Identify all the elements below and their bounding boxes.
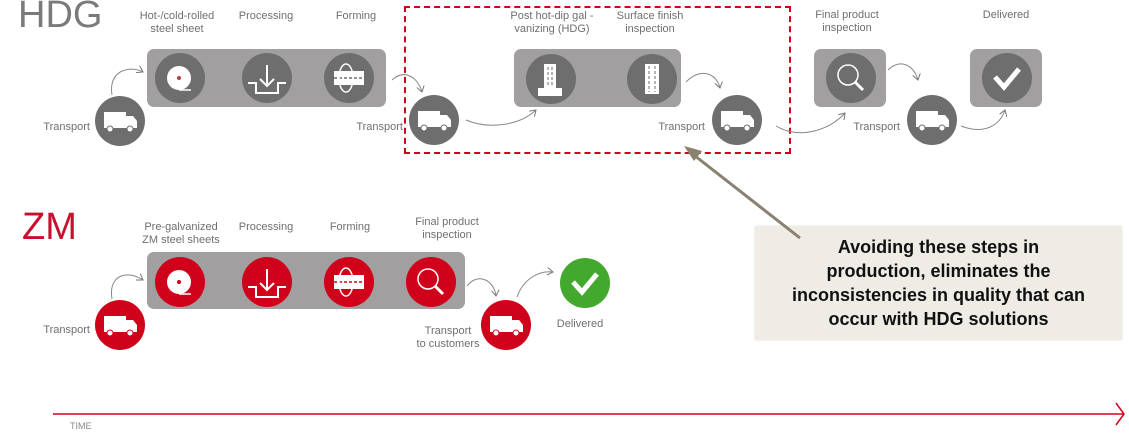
timeline-arrow	[53, 402, 1125, 426]
flow-arrow	[466, 278, 496, 296]
callout-text: Avoiding these steps in production, elim…	[791, 237, 1086, 329]
checkmark-icon	[982, 53, 1032, 103]
forming-icon	[324, 257, 374, 307]
flow-arrow	[960, 110, 1005, 130]
zm-step-label: Delivered	[556, 318, 604, 330]
truck-icon	[907, 95, 957, 145]
coil-icon	[155, 257, 205, 307]
hdg-step-label: Final product inspection	[815, 9, 879, 34]
magnifier-icon	[826, 53, 876, 103]
pointer-arrow	[684, 146, 801, 240]
flow-arrow	[887, 63, 918, 80]
truck-icon	[481, 300, 531, 350]
transport-label: Transport	[356, 121, 403, 133]
transport-label: Transport	[853, 121, 900, 133]
callout-box: Avoiding these steps in production, elim…	[755, 226, 1122, 340]
transport-label: Transport	[658, 121, 705, 133]
truck-icon	[712, 95, 762, 145]
hdg-step-label: Delivered	[982, 9, 1030, 21]
timeline-label: TIME	[70, 421, 92, 431]
zm-step-label: Final product inspection	[415, 216, 479, 241]
truck-icon	[95, 300, 145, 350]
forming-icon	[324, 53, 374, 103]
zm-step-label: Processing	[238, 221, 294, 233]
hdg-title: HDG	[18, 0, 103, 36]
surface-inspection-icon	[627, 54, 677, 104]
truck-icon	[409, 95, 459, 145]
coil-icon	[155, 53, 205, 103]
flow-arrow	[111, 69, 143, 96]
zm-step-label: Forming	[329, 221, 371, 233]
transport-label: Transport	[43, 121, 90, 133]
flow-arrow	[516, 272, 553, 298]
hdg-step-label: Processing	[238, 10, 294, 22]
hdg-step-label: Hot-/cold-rolled steel sheet	[139, 10, 215, 35]
galvanizing-icon	[526, 54, 576, 104]
processing-icon	[242, 257, 292, 307]
magnifier-icon	[406, 257, 456, 307]
hdg-step-label: Forming	[335, 10, 377, 22]
flow-arrow	[111, 275, 143, 300]
hdg-step-label: Post hot-dip gal - vanizing (HDG)	[510, 10, 594, 35]
transport-label: Transport to customers	[416, 325, 480, 350]
checkmark-icon	[560, 258, 610, 308]
zm-step-label: Pre-galvanized ZM steel sheets	[142, 221, 220, 246]
hdg-step-label: Surface finish inspection	[616, 10, 684, 35]
zm-title: ZM	[22, 206, 77, 248]
truck-icon	[95, 96, 145, 146]
avoided-steps-highlight	[404, 6, 791, 154]
processing-icon	[242, 53, 292, 103]
transport-label: Transport	[43, 324, 90, 336]
